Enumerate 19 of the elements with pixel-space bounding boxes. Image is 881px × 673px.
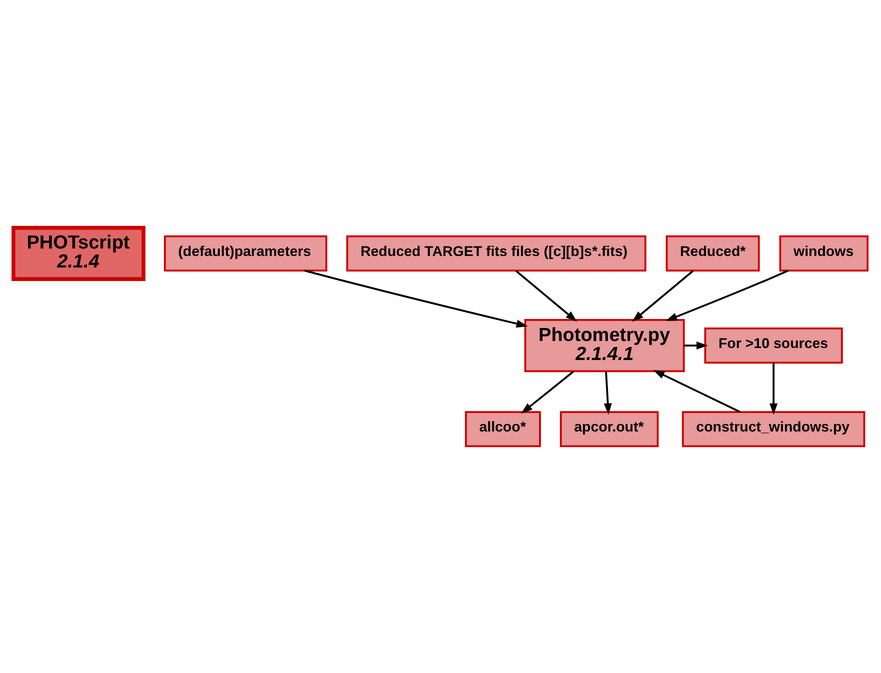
arrow bbox=[770, 362, 778, 414]
arrow bbox=[521, 370, 574, 414]
node-box: Reduced TARGET fits files ([c][b]s*.fits) bbox=[346, 234, 646, 271]
node-box: For >10 sources bbox=[704, 327, 843, 364]
node-box: (default)parameters bbox=[164, 234, 328, 271]
node-box: windows bbox=[779, 234, 869, 271]
node-box: apcor.out* bbox=[560, 410, 659, 447]
node-box: allcoo* bbox=[464, 410, 541, 447]
arrow bbox=[653, 369, 740, 412]
node-box: Photometry.py 2.1.4.1 bbox=[524, 318, 685, 372]
arrow bbox=[604, 370, 612, 414]
arrow bbox=[304, 269, 528, 328]
arrow bbox=[632, 269, 694, 322]
node-box: construct_windows.py bbox=[682, 410, 866, 447]
arrow bbox=[684, 341, 708, 350]
node-box: PHOTscript 2.1.4 bbox=[12, 225, 146, 280]
node-box: Reduced* bbox=[666, 234, 760, 271]
arrow bbox=[666, 269, 789, 320]
arrow bbox=[515, 269, 578, 322]
